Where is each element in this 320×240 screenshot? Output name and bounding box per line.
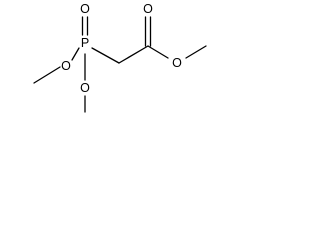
atom-label-ester-oxygen-lower: O — [80, 81, 90, 95]
atom-label-phosphorus: P — [81, 36, 89, 50]
atom-label-ester-oxygen-right: O — [172, 56, 182, 70]
atom-labels: P O O O O O — [61, 2, 182, 95]
bonds — [33, 16, 207, 113]
atom-label-carbonyl-oxygen: O — [143, 2, 153, 16]
bond-p-ch2 — [91, 47, 120, 64]
chemical-structure-diagram: P O O O O O — [33, 2, 207, 113]
bond-p-o-upper — [71, 47, 80, 61]
bond-o-methyl-upper — [33, 66, 61, 84]
bond-ch2-carbonyl-c — [118, 45, 149, 64]
atom-label-phosphoryl-oxygen: O — [80, 2, 90, 16]
bond-c-o-ester — [147, 45, 169, 59]
atom-label-ester-oxygen-upper: O — [61, 59, 71, 73]
bond-o-methyl-right — [185, 45, 207, 59]
